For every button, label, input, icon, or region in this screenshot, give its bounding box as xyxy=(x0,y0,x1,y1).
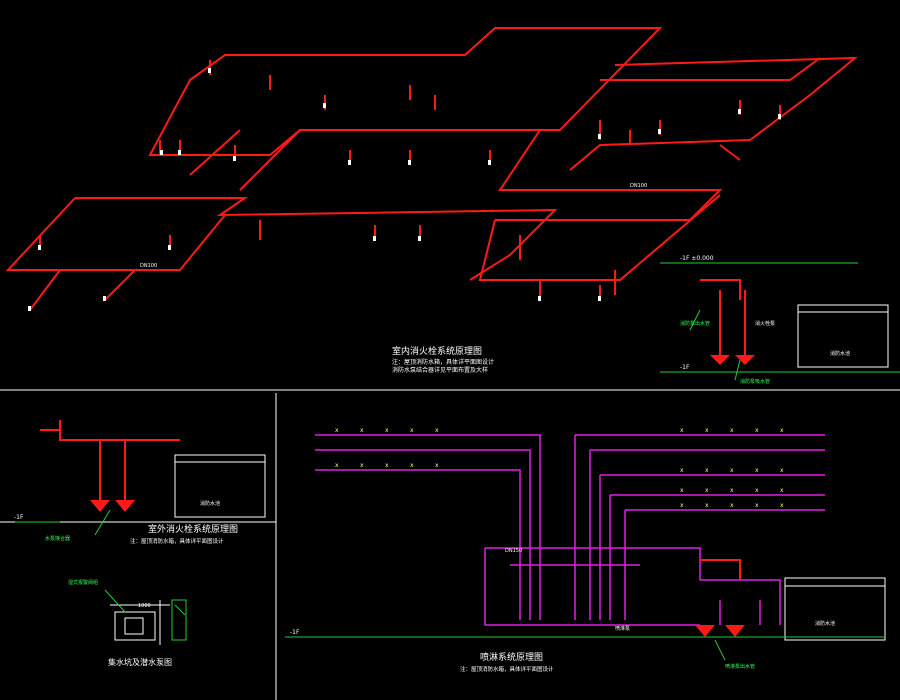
tank-label-1: 消防水池 xyxy=(830,350,850,357)
svg-text:x: x xyxy=(680,427,684,434)
pipe-label-2: DN100 xyxy=(630,183,647,189)
svg-text:x: x xyxy=(780,487,784,494)
tank-label-2: 消防水池 xyxy=(200,500,220,507)
sprinkler-schematic xyxy=(315,434,825,626)
level-top-label: -1F ±0.000 xyxy=(680,255,714,262)
level-1f-label-b: -1F xyxy=(14,514,24,521)
sprinkler-heads: x x x x x x x x x x x x x x x x x x x x x x x x x x x x x… xyxy=(335,427,784,509)
svg-text:x: x xyxy=(360,462,364,469)
outdoor-hydrant-title: 室外消火栓系统原理图 xyxy=(148,523,238,535)
svg-text:x: x xyxy=(755,487,759,494)
svg-text:x: x xyxy=(780,427,784,434)
green-label-1: 消防泵出水管 xyxy=(680,320,710,327)
tank-label-3: 消防水池 xyxy=(815,620,835,627)
indoor-hydrant-title: 室内消火栓系统原理图 xyxy=(392,345,482,357)
pit-dimension: 1000 xyxy=(138,603,151,609)
svg-text:x: x xyxy=(335,462,339,469)
pipe-label-1: DN100 xyxy=(140,263,157,269)
svg-text:x: x xyxy=(780,467,784,474)
indoor-hydrant-note-1: 注：屋顶消防水箱，具体详平面图设计 xyxy=(392,358,494,366)
green-label-3: 水泵接合器 xyxy=(45,535,70,542)
svg-text:x: x xyxy=(410,462,414,469)
svg-text:x: x xyxy=(755,467,759,474)
indoor-pump-room xyxy=(660,262,900,381)
level-1f-label-c: -1F xyxy=(290,629,300,636)
indoor-hydrant-note-2: 消防水泵结合器详见平面布置及大样 xyxy=(392,366,488,374)
svg-text:x: x xyxy=(730,467,734,474)
svg-text:x: x xyxy=(730,487,734,494)
svg-text:x: x xyxy=(385,427,389,434)
svg-text:x: x xyxy=(755,502,759,509)
sprinkler-pump-room xyxy=(285,559,886,661)
pump-note-1: 消火栓泵 xyxy=(755,320,775,327)
level-1f-label: -1F xyxy=(680,364,690,371)
svg-text:x: x xyxy=(385,462,389,469)
svg-text:x: x xyxy=(435,462,439,469)
svg-text:x: x xyxy=(755,427,759,434)
svg-text:x: x xyxy=(680,502,684,509)
svg-text:x: x xyxy=(730,427,734,434)
pit-detail-title: 集水坑及潜水泵图 xyxy=(108,657,172,667)
outdoor-hydrant-schematic xyxy=(15,420,266,536)
green-label-5: 喷淋泵出水管 xyxy=(725,663,755,670)
pipe-label-3: DN150 xyxy=(505,548,522,554)
svg-text:x: x xyxy=(705,502,709,509)
svg-text:x: x xyxy=(705,487,709,494)
pit-detail-drawing xyxy=(104,589,187,645)
green-label-4: 湿式报警阀组 xyxy=(68,579,98,586)
svg-text:x: x xyxy=(705,467,709,474)
svg-text:x: x xyxy=(680,467,684,474)
svg-text:x: x xyxy=(360,427,364,434)
svg-text:x: x xyxy=(680,487,684,494)
svg-text:x: x xyxy=(780,502,784,509)
svg-text:x: x xyxy=(410,427,414,434)
indoor-hydrant-isometric xyxy=(5,27,858,311)
svg-text:x: x xyxy=(435,427,439,434)
svg-text:x: x xyxy=(335,427,339,434)
outdoor-hydrant-note: 注：屋顶消防水箱，具体详平面图设计 xyxy=(130,537,224,545)
green-label-2: 消防泵吸水管 xyxy=(740,378,770,385)
sprinkler-note: 注：屋顶消防水箱，具体详平面图设计 xyxy=(460,665,554,673)
svg-text:x: x xyxy=(705,427,709,434)
pump-note-2: 喷淋泵 xyxy=(615,625,630,632)
svg-text:x: x xyxy=(730,502,734,509)
indoor-hydrant-fixtures xyxy=(28,68,781,311)
sprinkler-title: 喷淋系统原理图 xyxy=(480,651,543,663)
